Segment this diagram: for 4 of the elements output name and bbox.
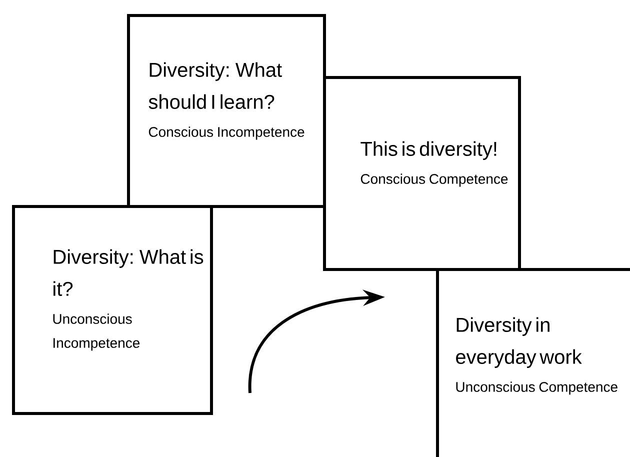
stage-box: Diversity: What is it? Unconscious Incompetence: [12, 205, 213, 415]
stage-box: This is diversity! Conscious Competence: [323, 76, 521, 271]
stage-box: Diversity: What should I learn? Conscious Incompetence: [127, 14, 326, 208]
stage-box: Diversity in everyday work Unconscious Competence: [436, 268, 630, 457]
